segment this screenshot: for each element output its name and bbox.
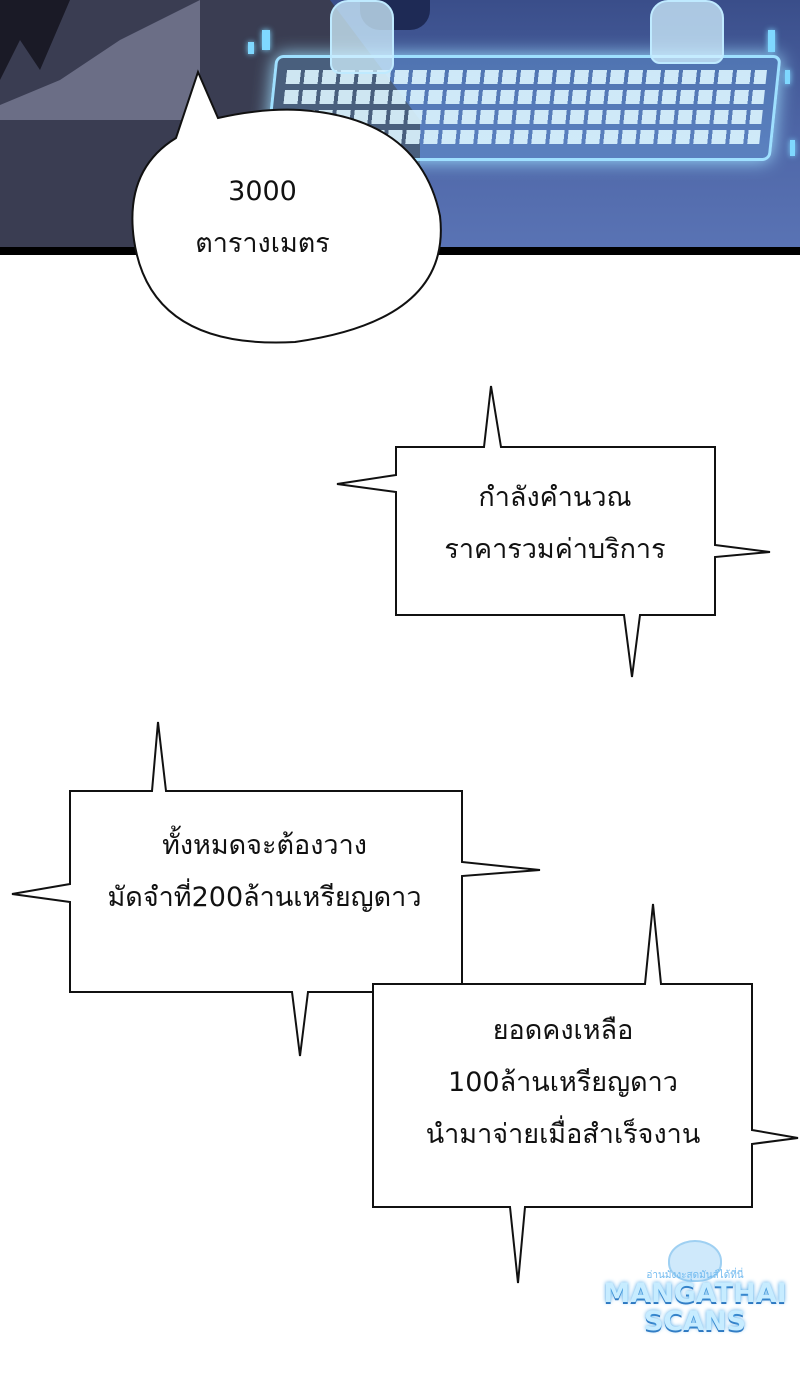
mascot-icon	[668, 1240, 722, 1282]
bubble-deposit-line1: ทั้งหมดจะต้องวาง	[162, 830, 367, 861]
watermark-logo: อ่านมังงะสุดมันส์ได้ที่นี่ MANGATHAI SCA…	[600, 1240, 790, 1360]
left-hand	[330, 0, 394, 74]
bubble-calculating-text: กำลังคำนวณ ราคารวมค่าบริการ	[405, 472, 705, 576]
bubble-balance-text: ยอดคงเหลือ 100ล้านเหรียญดาว นำมาจ่ายเมื่…	[380, 1005, 746, 1161]
bubble-balance-line2: 100ล้านเหรียญดาว	[448, 1067, 678, 1098]
bubble-area-text: 3000 ตารางเมตร	[150, 166, 375, 270]
oval-bubble	[131, 69, 442, 344]
watermark-name-line2: SCANS	[643, 1306, 747, 1337]
glow-particle	[768, 30, 775, 52]
watermark-name: MANGATHAI SCANS	[600, 1280, 790, 1336]
spiky-bubble-calculating	[336, 385, 771, 678]
bubble-calculating-line2: ราคารวมค่าบริการ	[444, 534, 666, 565]
spiky-bubble-balance	[372, 903, 799, 1284]
watermark-tagline: อ่านมังงะสุดมันส์ได้ที่นี่	[646, 1270, 744, 1281]
glow-particle	[785, 70, 790, 84]
bubble-calculating-line1: กำลังคำนวณ	[478, 482, 632, 513]
right-hand	[650, 0, 724, 64]
bubble-balance-line3: นำมาจ่ายเมื่อสำเร็จงาน	[425, 1119, 701, 1150]
bubble-balance-line1: ยอดคงเหลือ	[492, 1015, 634, 1046]
watermark-name-line1: MANGATHAI	[603, 1278, 787, 1309]
bubble-deposit-line2: มัดจำที่200ล้านเหรียญดาว	[107, 882, 422, 913]
bubble-area-line2: ตารางเมตร	[195, 228, 330, 259]
bubble-deposit-text: ทั้งหมดจะต้องวาง มัดจำที่200ล้านเหรียญดา…	[72, 820, 457, 924]
glow-particle	[790, 140, 795, 156]
glow-particle	[262, 30, 270, 50]
glow-particle	[248, 42, 254, 54]
bubble-area-line1: 3000	[228, 176, 297, 207]
